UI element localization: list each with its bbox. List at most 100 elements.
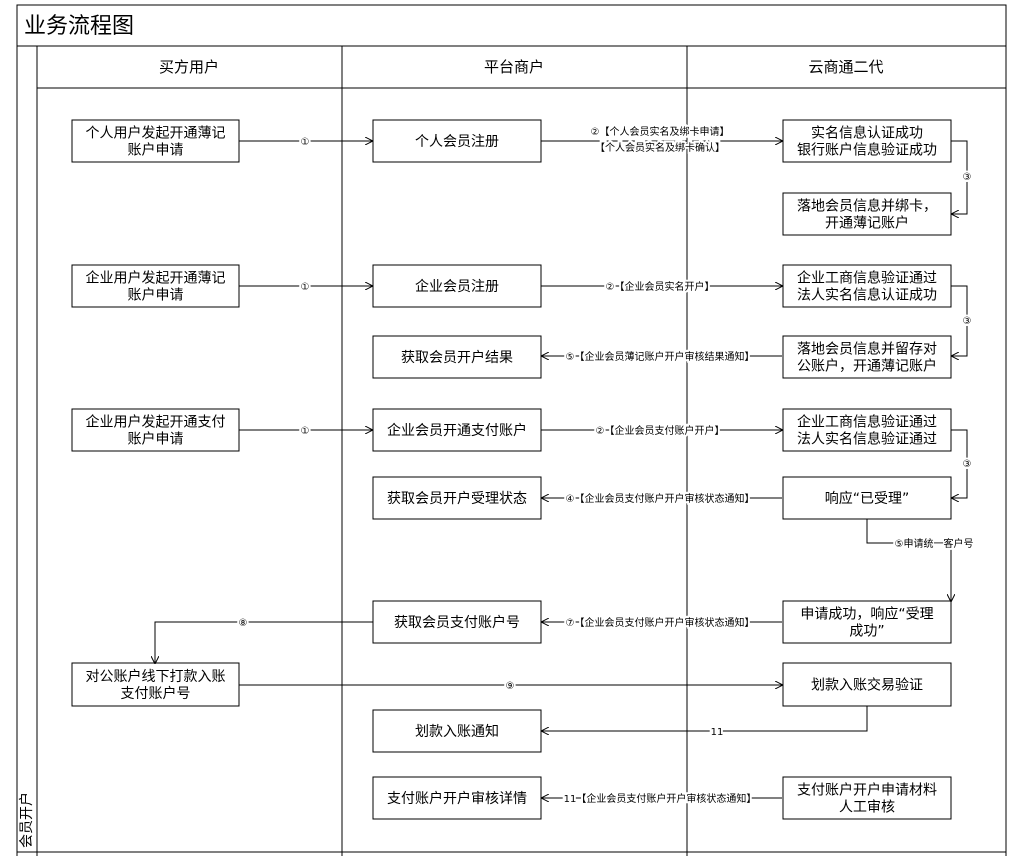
edge-label-13: ⑧ — [239, 618, 248, 629]
process-box-text: 账户申请 — [128, 431, 184, 448]
process-box-b19: 划款入账通知 — [372, 709, 542, 753]
process-box-b14: 响应“已受理” — [782, 476, 952, 520]
edge-label-11: ④【企业会员支付账户开户审核状态通知】 — [566, 492, 755, 505]
process-box-frame — [372, 119, 542, 163]
process-box-text: 法人实名信息验证通过 — [797, 431, 937, 448]
edge-label-12: ⑤申请统一客户号 — [895, 537, 974, 550]
process-box-text: 落地会员信息并留存对 — [797, 341, 937, 358]
process-box-text: 开通薄记账户 — [825, 215, 909, 232]
process-boxes: 个人用户发起开通薄记账户申请个人会员注册实名信息认证成功银行账户信息验证成功落地… — [71, 119, 952, 820]
process-box-frame — [782, 600, 952, 644]
process-box-frame — [71, 662, 240, 707]
process-box-text: 企业工商信息验证通过 — [797, 414, 937, 431]
process-box-frame — [372, 600, 542, 644]
edge-labels: ① ②【个人会员实名及绑卡申请】 【个人会员实名及绑卡确认】 ③ ① ②【企业会… — [237, 123, 976, 807]
process-box-text: 申请成功，响应“受理 — [800, 606, 933, 623]
connector-16 — [542, 706, 868, 731]
process-box-text: 企业用户发起开通薄记 — [86, 270, 226, 287]
connector-6 — [951, 285, 968, 356]
lane-header-platform: 平台商户 — [484, 58, 544, 76]
process-box-text: 划款入账交易验证 — [811, 677, 923, 694]
process-box-text: 对公账户线下打款入账 — [86, 668, 226, 685]
process-box-text: 支付账户开户审核详情 — [387, 790, 527, 807]
lane-header-buyer: 买方用户 — [159, 58, 219, 76]
connector-13 — [155, 621, 373, 663]
diagram-frame — [16, 4, 1007, 856]
process-box-b2: 个人会员注册 — [372, 119, 542, 163]
process-box-frame — [782, 335, 952, 379]
process-box-text: 实名信息认证成功 — [811, 125, 923, 142]
process-box-text: 企业会员注册 — [415, 278, 499, 295]
lane-header-yunshangtong: 云商通二代 — [808, 58, 883, 76]
process-box-text: 获取会员支付账户号 — [394, 614, 520, 631]
process-box-b4: 落地会员信息并绑卡，开通薄记账户 — [782, 192, 952, 236]
process-box-text: 划款入账通知 — [415, 723, 499, 740]
process-box-frame — [71, 264, 240, 308]
process-box-text: 账户申请 — [128, 142, 184, 159]
edge-label-6: ③ — [963, 316, 972, 327]
edge-label-14: ⑦【企业会员支付账户开户审核状态通知】 — [566, 616, 755, 629]
process-box-text: 法人实名信息认证成功 — [797, 287, 937, 304]
edge-label-8: ① — [301, 426, 310, 437]
process-box-b8: 获取会员开户结果 — [372, 335, 542, 379]
process-box-b18: 划款入账交易验证 — [782, 662, 952, 707]
process-box-frame — [782, 476, 952, 520]
diagram-title: 业务流程图 — [24, 14, 134, 39]
process-box-b11: 企业会员开通支付账户 — [372, 408, 542, 452]
connectors — [155, 140, 968, 798]
edge-label-5: ②【企业会员实名开户】 — [606, 280, 715, 293]
process-box-frame — [372, 476, 542, 520]
edge-label-2a: ②【个人会员实名及绑卡申请】 — [591, 125, 730, 138]
process-box-text: 支付账户开户申请材料 — [797, 782, 937, 799]
process-box-frame — [372, 709, 542, 753]
edge-label-1: ① — [301, 137, 310, 148]
edge-label-4: ① — [301, 282, 310, 293]
process-box-text: 个人会员注册 — [415, 134, 499, 150]
edge-label-3: ③ — [963, 172, 972, 183]
process-box-text: 企业会员开通支付账户 — [387, 422, 527, 439]
process-box-text: 获取会员开户结果 — [401, 349, 513, 366]
process-box-frame — [71, 119, 240, 163]
process-box-frame — [782, 776, 952, 820]
process-box-text: 账户申请 — [128, 287, 184, 304]
connector-3 — [951, 140, 968, 214]
process-box-b6: 企业会员注册 — [372, 264, 542, 308]
process-box-text: 支付账户号 — [121, 685, 191, 702]
process-box-frame — [372, 264, 542, 308]
edge-label-9: ②【企业会员支付账户开户】 — [596, 424, 725, 437]
connector-12 — [866, 519, 951, 601]
edge-label-7: ⑤【企业会员薄记账户开户审核结果通知】 — [566, 350, 755, 363]
process-box-frame — [782, 408, 952, 452]
edge-label-2b: 【个人会员实名及绑卡确认】 — [595, 141, 725, 154]
process-box-text: 响应“已受理” — [825, 490, 910, 507]
process-box-frame — [372, 776, 542, 820]
process-box-text: 落地会员信息并绑卡， — [797, 198, 937, 215]
edge-label-15: ⑨ — [506, 681, 515, 692]
process-box-frame — [782, 662, 952, 707]
process-box-text: 公账户，开通薄记账户 — [797, 358, 937, 375]
process-box-text: 企业用户发起开通支付 — [86, 414, 226, 431]
process-box-text: 银行账户信息验证成功 — [797, 142, 937, 159]
process-box-b13: 获取会员开户受理状态 — [372, 476, 542, 520]
process-box-frame — [782, 119, 952, 163]
process-box-text: 企业工商信息验证通过 — [797, 270, 937, 287]
edge-label-10: ③ — [963, 459, 972, 470]
process-box-b20: 支付账户开户审核详情 — [372, 776, 542, 820]
connector-10 — [951, 429, 968, 498]
process-box-text: 人工审核 — [839, 800, 895, 816]
process-box-frame — [372, 408, 542, 452]
process-box-text: 获取会员开户受理状态 — [387, 490, 527, 507]
section-label: 会员开户 — [18, 792, 35, 848]
edge-label-17: 11【企业会员支付账户开户审核状态通知】 — [564, 792, 757, 805]
process-box-text: 成功” — [849, 624, 884, 640]
